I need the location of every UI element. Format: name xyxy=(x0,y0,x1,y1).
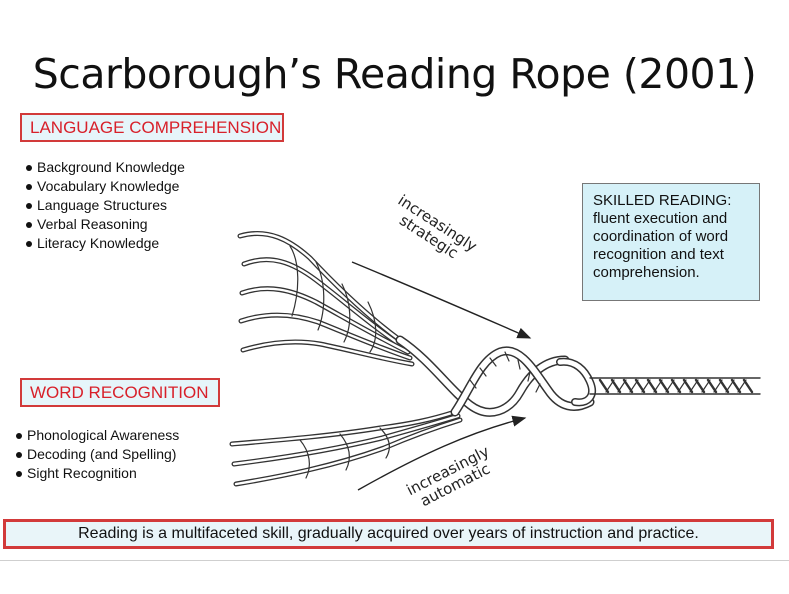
list-item: Sight Recognition xyxy=(14,464,179,483)
list-item: Background Knowledge xyxy=(24,158,185,177)
list-item: Language Structures xyxy=(24,196,185,215)
language-comprehension-heading: LANGUAGE COMPREHENSION xyxy=(20,113,284,142)
word-recognition-strands xyxy=(229,409,463,487)
list-item: Vocabulary Knowledge xyxy=(24,177,185,196)
word-recognition-heading: WORD RECOGNITION xyxy=(20,378,220,407)
rope-crossing xyxy=(395,335,596,417)
word-recognition-list: Phonological Awareness Decoding (and Spe… xyxy=(14,426,179,483)
language-comprehension-strands xyxy=(237,230,415,367)
strategic-arrow xyxy=(351,261,532,339)
list-item: Decoding (and Spelling) xyxy=(14,445,179,464)
braided-rope-end xyxy=(589,377,761,395)
skilled-reading-line: SKILLED READING: xyxy=(593,192,732,209)
skilled-reading-line: recognition and text xyxy=(593,246,724,263)
skilled-reading-line: comprehension. xyxy=(593,264,700,281)
summary-banner: Reading is a multifaceted skill, gradual… xyxy=(3,519,774,549)
skilled-reading-line: fluent execution and xyxy=(593,210,728,227)
list-item: Literacy Knowledge xyxy=(24,234,185,253)
automatic-arrow xyxy=(357,415,527,491)
page-title: Scarborough’s Reading Rope (2001) xyxy=(32,50,757,98)
skilled-reading-box: SKILLED READING: fluent execution and co… xyxy=(582,183,760,301)
list-item: Verbal Reasoning xyxy=(24,215,185,234)
list-item: Phonological Awareness xyxy=(14,426,179,445)
skilled-reading-line: coordination of word xyxy=(593,228,729,245)
divider xyxy=(0,560,789,561)
language-comprehension-list: Background Knowledge Vocabulary Knowledg… xyxy=(24,158,185,253)
